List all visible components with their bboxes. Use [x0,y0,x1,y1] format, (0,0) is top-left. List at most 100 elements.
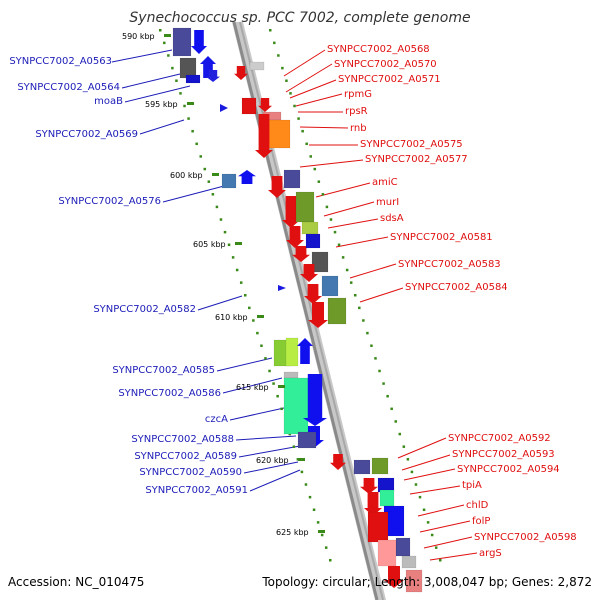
gene-block [371,457,389,475]
ruler-dot [410,470,414,474]
ruler-dot [268,369,271,373]
ruler-dot [439,559,442,562]
ruler-dot [358,306,361,310]
label-connector [299,159,364,168]
ruler-dot [418,495,422,499]
ruler-dot [370,344,373,347]
kbp-tick [278,385,285,388]
ruler-dot [281,66,284,70]
gene-label: chlD [466,500,489,511]
ruler-dot [231,256,235,259]
kbp-label: 620 kbp [256,456,289,465]
gene-block [405,569,423,593]
kbp-tick [235,242,242,245]
gene-label: SYNPCC7002_A0569 [35,129,138,140]
gene-arrow [191,30,207,54]
label-connector [243,461,299,474]
ruler-dots [159,29,442,562]
map-title: Synechococcus sp. PCC 7002, complete gen… [129,10,470,26]
ruler-dot [308,495,312,499]
ruler-dot [321,193,325,196]
gene-label: SYNPCC7002_A0593 [452,449,555,460]
gene-arrow [364,492,382,516]
ruler-dot [195,142,198,146]
ruler-dot [292,445,296,448]
label-connector [419,520,471,533]
gene-label: SYNPCC7002_A0577 [365,154,468,165]
kbp-label: 600 kbp [170,171,203,180]
ruler-dot [300,470,304,474]
ruler-dot [280,407,283,411]
ruler-dot [316,521,320,524]
gene-arrow [300,264,318,282]
gene-block [221,173,237,189]
ruler-dot [382,382,385,385]
ruler-dot [366,331,369,335]
ruler-dot [329,559,332,562]
gene-label: SYNPCC7002_A0564 [17,82,120,93]
kbp-label: 610 kbp [215,313,248,322]
genome-summary-text: Topology: circular; Length: 3,008,047 bp… [261,575,592,589]
gene-arrow [303,374,327,426]
gene-label: tpiA [462,480,482,491]
gene-block [401,555,417,569]
label-connector [285,63,333,93]
gene-label: czcA [205,414,228,425]
gene-label: SYNPCC7002_A0589 [134,451,237,462]
gene-label: SYNPCC7002_A0583 [398,259,501,270]
label-connector [417,504,465,517]
gene-label: SYNPCC7002_A0576 [58,196,161,207]
gene-block [321,275,339,297]
kbp-label: 605 kbp [193,240,226,249]
label-connector [124,85,191,103]
backbone-line [232,21,379,600]
label-connector [299,126,349,129]
gene-block [249,61,265,71]
ruler-dot [223,230,227,234]
gene-block [267,119,291,149]
label-connector [235,435,297,441]
ruler-dot [264,357,267,360]
ruler-dot [329,218,333,221]
ruler-dot [301,129,304,133]
label-connector [197,295,243,311]
ruler-dot [398,432,402,436]
gene-arrow [255,114,273,158]
gene-arrow [308,302,328,328]
gene-label: SYNPCC7002_A0563 [9,56,112,67]
kbp-tick [257,315,264,318]
gene-block [395,537,411,557]
kbp-label: 590 kbp [122,32,155,41]
ruler-dot [285,79,288,82]
label-connector [401,454,451,471]
gene-block [283,371,299,379]
gene-block [185,74,201,84]
ruler-dot [349,281,353,284]
gene-arrow [268,176,286,198]
gene-block [297,431,317,449]
gene-label: moaB [94,96,123,107]
label-connector [216,357,273,372]
ruler-dot [426,521,430,524]
ruler-dot [296,458,300,461]
label-connectors [111,49,478,561]
gene-block [295,191,315,223]
label-connector [327,218,379,229]
ruler-dot [304,483,308,486]
ruler-dot [252,319,255,322]
kbp-tick [298,458,305,461]
ruler-dot [402,445,406,448]
ruler-dot [422,508,426,512]
gene-block [379,489,395,507]
gene-label: rpmG [344,89,372,100]
gene-arrow [282,196,300,228]
ruler-dot [276,394,279,398]
ruler-dot [362,319,365,322]
ruler-dot [248,306,251,310]
ruler-dot [227,243,231,247]
gene-block [301,221,319,235]
ruler-dot [288,432,292,436]
gene-arrow [234,66,248,80]
gene-label: SYNPCC7002_A0592 [448,433,551,444]
